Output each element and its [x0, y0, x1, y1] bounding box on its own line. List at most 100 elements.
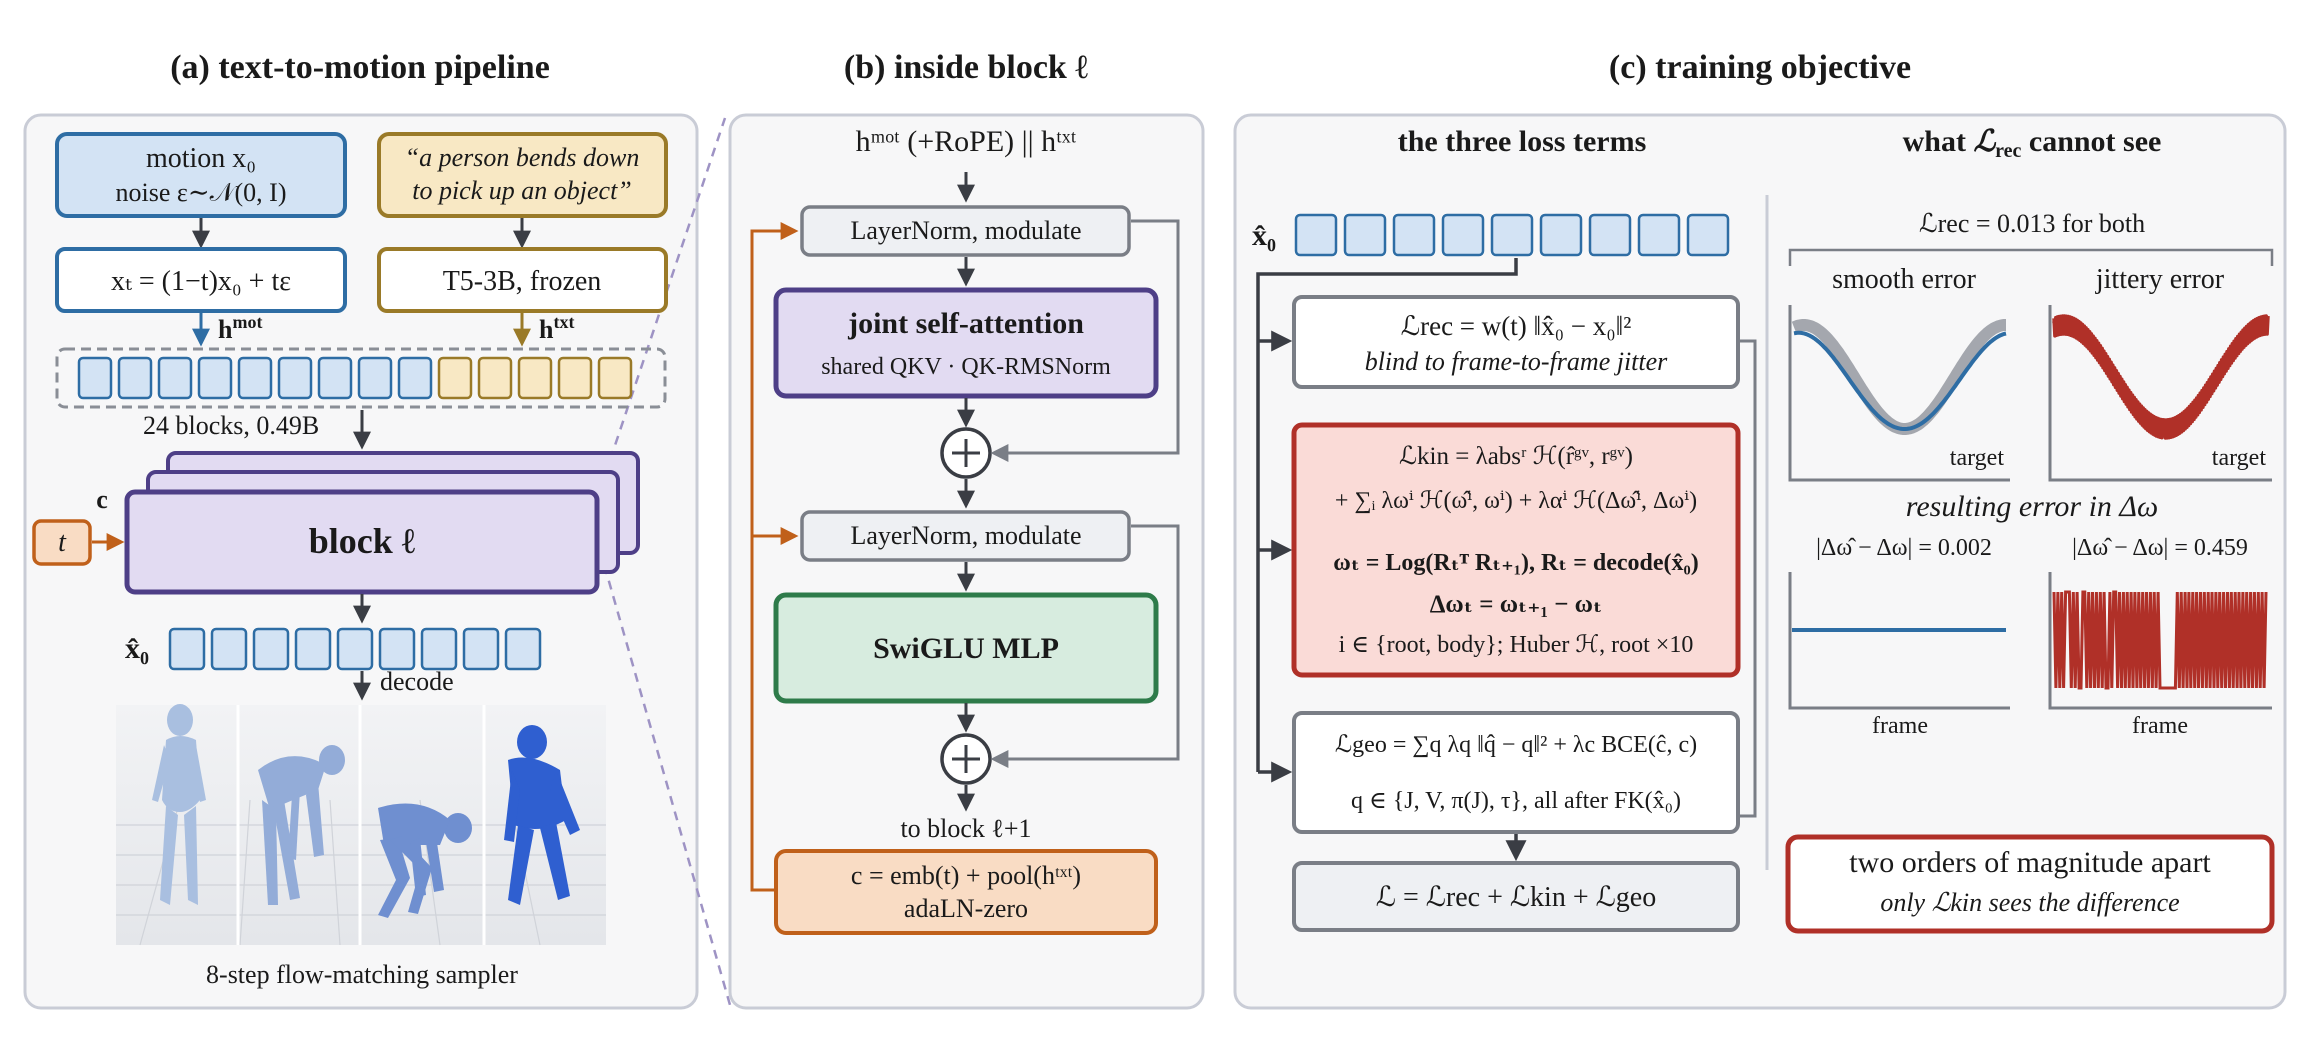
motion-frames: [116, 704, 606, 946]
skip-line-2: [990, 524, 1180, 768]
decode-label: decode: [380, 667, 454, 696]
output-token: [336, 627, 374, 671]
cond-line: [750, 222, 799, 892]
rec-formula: ℒrec = w(t) ‖x̂₀ − x₀‖²: [1401, 311, 1632, 341]
cond-box: [774, 849, 1158, 935]
prompt-line2: to pick up an object”: [412, 176, 632, 205]
block-main: [124, 489, 600, 595]
text-token: [517, 356, 553, 400]
prediction-token: [1392, 213, 1436, 257]
text-token: [597, 356, 633, 400]
block-label: block ℓ: [309, 521, 416, 561]
geo-loss-box: [1292, 711, 1740, 834]
prediction-token: [1588, 213, 1632, 257]
jitter-frame-label: frame: [2132, 713, 2188, 739]
text-token: [437, 356, 473, 400]
kin-line4: Δωₜ = ωₜ₊₁ − ωₜ: [1430, 591, 1602, 618]
motion-token: [357, 356, 393, 400]
skip-line-1: [990, 219, 1180, 462]
geo-line1: ℒgeo = ∑q λq ‖q̂ − q‖² + λc BCE(ĉ, c): [1335, 732, 1697, 758]
jitter-delta-plot: [2048, 572, 2272, 710]
htxt-label: htxt: [539, 312, 574, 344]
motion-token: [237, 356, 273, 400]
motion-token: [197, 356, 233, 400]
motion-token: [157, 356, 193, 400]
col1-title: the three loss terms: [1398, 125, 1647, 158]
panel-a-title: (a) text-to-motion pipeline: [170, 49, 550, 86]
smooth-trajectory-plot: target: [1788, 305, 2011, 482]
output-token: [504, 627, 542, 671]
rec-note: blind to frame-to-frame jitter: [1365, 347, 1668, 376]
total-loss-box: [1292, 861, 1740, 932]
kin-line1: ℒkin = λabsʳ ℋ(r̂ᵍᵛ, rᵍᵛ): [1399, 443, 1633, 470]
conclusion-line1: two orders of magnitude apart: [1849, 846, 2211, 879]
text-token: [557, 356, 593, 400]
smooth-value: |Δω̂ − Δω| = 0.002: [1816, 535, 1992, 561]
motion-token: [317, 356, 353, 400]
sampler-label: 8-step flow-matching sampler: [206, 960, 518, 989]
attn-sub: shared QKV · QK-RMSNorm: [821, 354, 1111, 380]
output-token: [378, 627, 416, 671]
output-token: [294, 627, 332, 671]
motion-token: [397, 356, 433, 400]
motion-label: motion x₀: [146, 143, 256, 174]
panel-b-title: (b) inside block ℓ: [844, 49, 1088, 86]
prediction-token: [1539, 213, 1583, 257]
smooth-delta-plot: [1788, 572, 2010, 710]
jitter-value: |Δω̂ − Δω| = 0.459: [2072, 535, 2248, 561]
x0hat-label-c: x̂₀: [1252, 219, 1276, 252]
mlp-box: [773, 592, 1159, 704]
next-block-label: to block ℓ+1: [900, 814, 1031, 843]
output-token: [168, 627, 206, 671]
prediction-token: [1490, 213, 1534, 257]
interp-box: [55, 247, 347, 313]
motion-box: [55, 132, 347, 218]
blocks-label: 24 blocks, 0.49B: [143, 411, 319, 440]
sum-bracket: [1740, 339, 1757, 818]
encoder-label: T5-3B, frozen: [443, 266, 602, 297]
token-sequence: [55, 347, 667, 409]
tree-trunk: [1256, 258, 1518, 772]
prompt-line1: “a person bends down: [405, 143, 640, 172]
conclusion-line2: only ℒkin sees the difference: [1880, 888, 2179, 917]
prediction-token: [1294, 213, 1338, 257]
output-token: [252, 627, 290, 671]
rec-loss-box: [1292, 295, 1740, 389]
smooth-error-label: smooth error: [1832, 264, 1977, 295]
t-label: t: [58, 527, 67, 558]
cond-sub: adaLN-zero: [904, 894, 1028, 923]
motion-token: [277, 356, 313, 400]
output-token-row: [168, 627, 542, 671]
output-token: [420, 627, 458, 671]
conclusion-box: [1785, 834, 2275, 934]
ln1-box: [800, 205, 1131, 257]
hmot-label: hmot: [218, 312, 262, 344]
noise-label: noise ε∼𝒩(0, I): [116, 178, 287, 207]
prompt-box: [377, 132, 668, 218]
smooth-target-label: target: [1950, 445, 2005, 471]
both-bracket: [1788, 248, 2274, 266]
prediction-token: [1637, 213, 1681, 257]
motion-token: [77, 356, 113, 400]
figure-standing-icon: [152, 704, 206, 905]
ln2-box: [800, 510, 1131, 562]
mlp-label: SwiGLU MLP: [873, 632, 1059, 665]
kin-line3: ωₜ = Log(Rₜᵀ Rₜ₊₁), Rₜ = decode(x̂₀): [1333, 550, 1698, 576]
cond-formula: c = emb(t) + pool(hᵗˣᵗ): [851, 861, 1081, 890]
kin-loss-box: [1291, 422, 1741, 678]
ln2-label: LayerNorm, modulate: [850, 521, 1081, 550]
text-token: [477, 356, 513, 400]
prediction-token: [1343, 213, 1387, 257]
ln1-label: LayerNorm, modulate: [850, 216, 1081, 245]
motion-token: [117, 356, 153, 400]
geo-line2: q ∈ {J, V, π(J), τ}, all after FK(x̂₀): [1351, 788, 1681, 814]
prediction-token: [1441, 213, 1485, 257]
encoder-box: [377, 247, 668, 313]
panel-c-title: (c) training objective: [1609, 49, 1911, 86]
x0hat-label-a: x̂₀: [125, 632, 149, 665]
prediction-token-row: [1294, 213, 1730, 257]
jitter-trajectory-plot: target: [2048, 305, 2273, 482]
token-row: [77, 356, 633, 400]
prediction-token: [1686, 213, 1730, 257]
